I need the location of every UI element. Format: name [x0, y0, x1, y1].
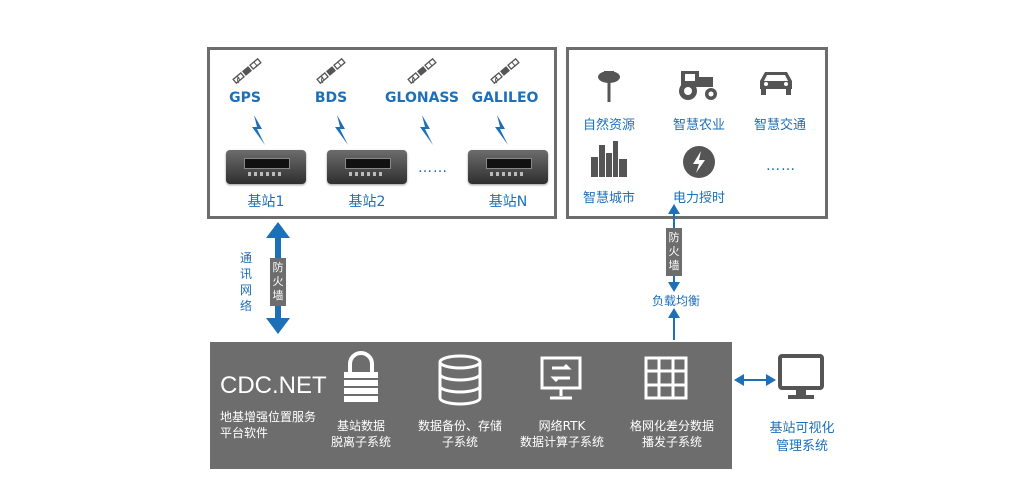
tractor-icon [679, 71, 717, 100]
app-label-natural-resources: 自然资源 [582, 118, 635, 133]
subsystem-label-rtk: 网络RTK 数据计算子系统 [512, 418, 612, 450]
gnss-antenna-icon [598, 71, 620, 102]
subsystem-label-grid: 格网化差分数据 播发子系统 [616, 418, 728, 450]
lightning-icon [683, 146, 715, 178]
lock-icon [344, 351, 378, 402]
right-firewall-label: 防火墙 [666, 228, 682, 276]
station-label-n: 基站N [488, 194, 528, 210]
subsystem-line: 格网化差分数据 [629, 419, 714, 433]
base-station-receiver [226, 150, 306, 184]
application-icons [591, 71, 792, 178]
station-label-1: 基站1 [247, 194, 285, 210]
load-balance-label: 负载均衡 [651, 294, 700, 308]
app-label-smart-traffic: 智慧交通 [753, 118, 806, 133]
station-label-2: 基站2 [348, 194, 386, 210]
platform-title: CDC.NET [220, 372, 327, 399]
monitor-sync-icon [540, 356, 582, 400]
subsystem-line: 播发子系统 [641, 435, 702, 449]
subsystem-line: 数据备份、存储 [417, 419, 502, 433]
visual-mgmt-line: 基站可视化 [769, 421, 835, 436]
subsystem-line: 基站数据 [336, 419, 385, 433]
application-ellipsis: …… [766, 158, 796, 174]
base-station-receiver [327, 150, 407, 184]
subsystem-line: 脱离子系统 [330, 435, 391, 449]
base-station-receiver [468, 150, 548, 184]
city-skyline-icon [591, 141, 627, 177]
satellite-label-glonass: GLONASS [385, 90, 459, 106]
subsystem-label-backup: 数据备份、存储 子系统 [408, 418, 512, 450]
network-label: 通讯网络 [240, 251, 253, 313]
visual-mgmt-line: 管理系统 [775, 439, 828, 454]
app-label-power-timing: 电力授时 [672, 191, 725, 206]
platform-subtitle-2: 平台软件 [220, 426, 269, 440]
car-icon [760, 72, 792, 95]
platform-subtitle-1: 地基增强位置服务 [220, 410, 317, 424]
station-ellipsis: …… [418, 160, 448, 176]
monitor-icon [778, 354, 824, 399]
app-label-smart-agriculture: 智慧农业 [672, 118, 725, 133]
mgmt-arrow [734, 374, 776, 386]
database-icon [438, 354, 482, 406]
subsystem-line: 网络RTK [538, 419, 586, 433]
left-firewall-label: 防火墙 [270, 258, 286, 306]
app-label-smart-city: 智慧城市 [582, 191, 635, 206]
satellite-label-bds: BDS [314, 90, 348, 106]
visual-mgmt-label: 基站可视化 管理系统 [752, 420, 852, 456]
grid-icon [644, 356, 688, 400]
satellite-label-galileo: GALILEO [471, 90, 539, 106]
subsystem-label-station-data: 基站数据 脱离子系统 [318, 418, 404, 450]
subsystem-line: 子系统 [441, 435, 478, 449]
subsystem-line: 数据计算子系统 [519, 435, 604, 449]
gnss-station-panel [207, 47, 557, 219]
satellite-label-gps: GPS [229, 90, 261, 106]
